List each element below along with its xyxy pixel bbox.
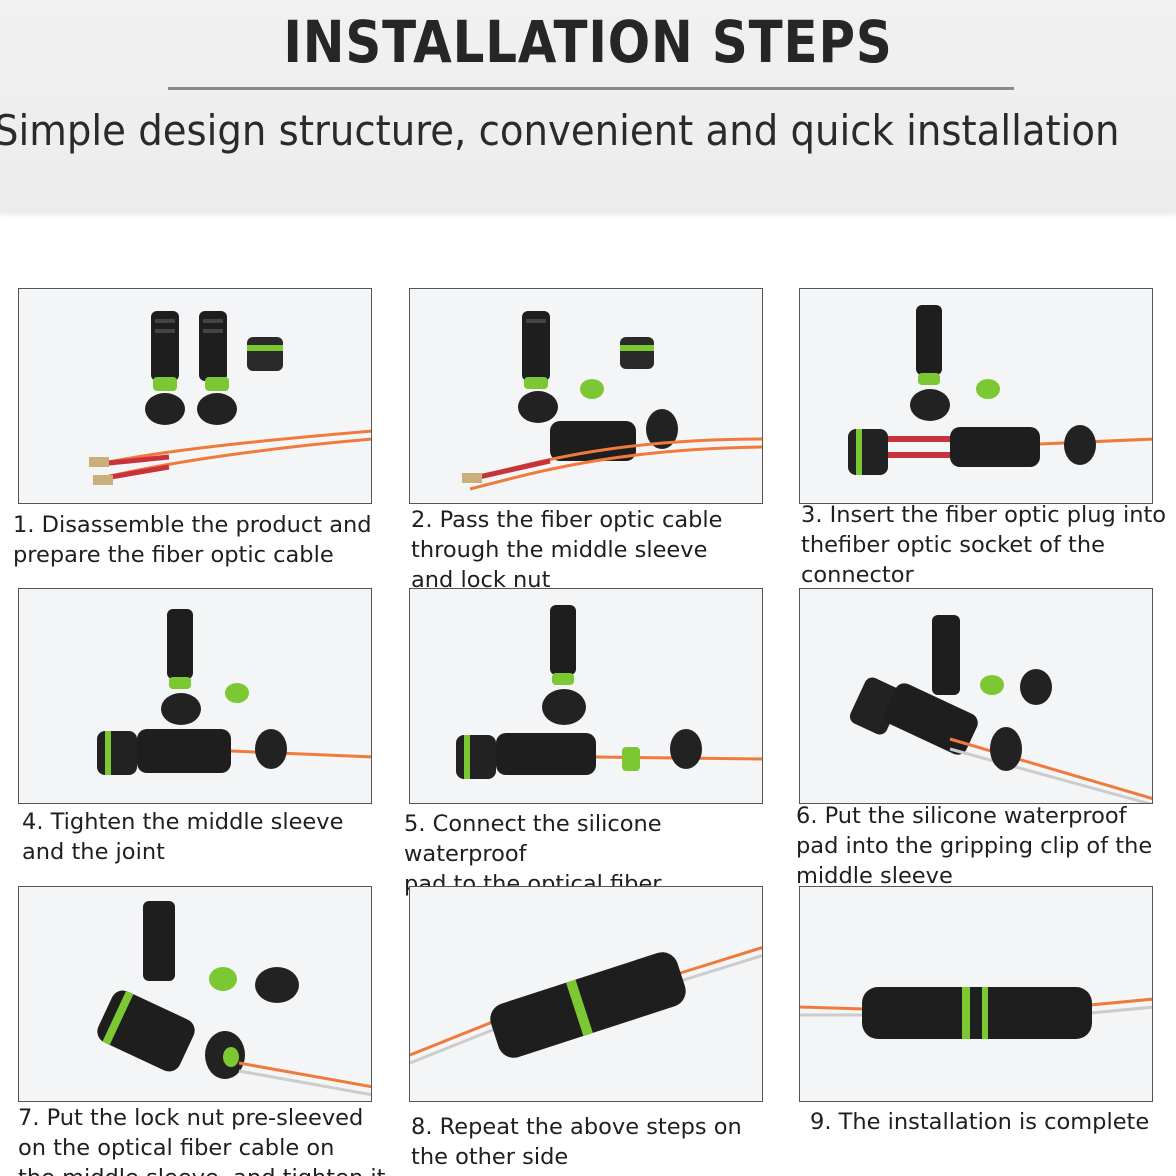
step-2-caption: 2. Pass the fiber optic cable through th… [411,507,723,593]
step-3-caption: 3. Insert the fiber optic plug into thef… [801,502,1167,588]
step-3-photo [799,288,1153,504]
step-9-photo [799,886,1153,1102]
step-1-caption: 1. Disassemble the product and prepare t… [13,512,372,568]
step-6-photo [799,588,1153,804]
step-8-photo [409,886,763,1102]
step-7-caption: 7. Put the lock nut pre-sleeved on the o… [18,1105,385,1176]
step-1-photo [18,288,372,504]
step-5-photo [409,588,763,804]
title-divider [168,87,1014,90]
step-9-caption: 9. The installation is complete [810,1109,1150,1135]
step-6-caption: 6. Put the silicone waterproof pad into … [796,803,1153,889]
page-subtitle: Simple design structure, convenient and … [0,106,1120,155]
step-2-photo [409,288,763,504]
page-title: INSTALLATION STEPS [283,8,893,76]
step-7-photo [18,886,372,1102]
step-8-caption: 8. Repeat the above steps on the other s… [411,1114,742,1170]
step-4-caption: 4. Tighten the middle sleeve and the joi… [22,809,344,865]
step-4-photo [18,588,372,804]
header-banner: INSTALLATION STEPS Simple design structu… [0,0,1176,213]
